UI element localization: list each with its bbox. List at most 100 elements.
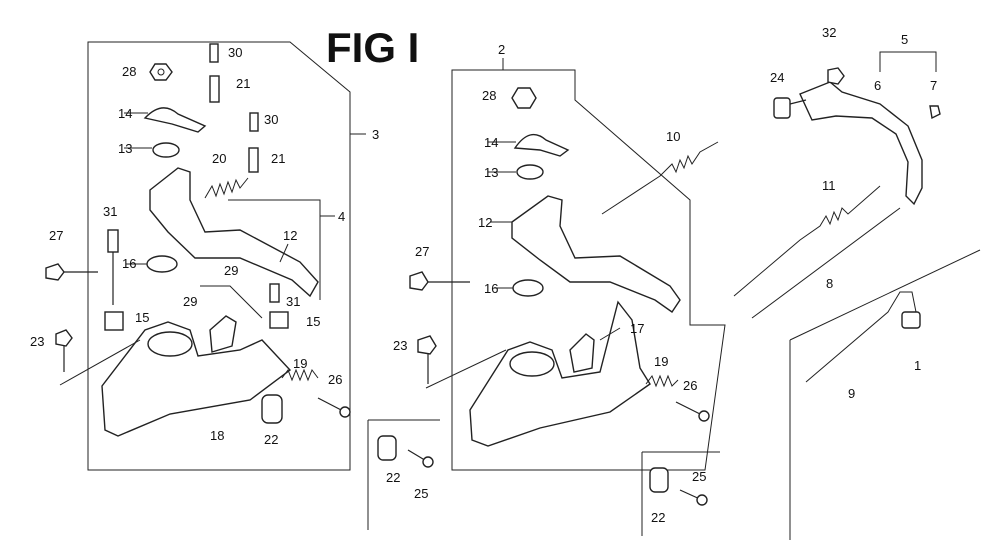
collar-set-b-frame xyxy=(641,451,720,536)
callout-15: 15 xyxy=(135,310,149,325)
callout-labels: 30 28 21 14 30 3 13 20 21 4 31 12 27 16 … xyxy=(30,25,937,525)
left-assembly xyxy=(45,41,366,471)
nut-28-mid xyxy=(511,87,537,109)
callout-12: 12 xyxy=(283,228,297,243)
callout-14: 14 xyxy=(118,106,132,121)
callout-19: 19 xyxy=(654,354,668,369)
collar-set-a-frame xyxy=(367,419,440,530)
callout-30: 30 xyxy=(264,112,278,127)
grip-24-shaft xyxy=(789,99,807,105)
callout-4: 4 xyxy=(338,209,345,224)
callout-7: 7 xyxy=(930,78,937,93)
arm-12 xyxy=(149,167,319,298)
collar-22-a xyxy=(377,435,397,461)
leader-17 xyxy=(599,327,621,341)
bolt-25-a-head xyxy=(422,456,434,468)
rod-9-frame-top xyxy=(789,249,981,341)
callout-23: 23 xyxy=(393,338,407,353)
callout-31: 31 xyxy=(103,204,117,219)
callout-13: 13 xyxy=(484,165,498,180)
callout-8: 8 xyxy=(826,276,833,291)
bolt-23 xyxy=(55,329,73,347)
bracket-14-mid xyxy=(513,133,570,157)
callout-11: 11 xyxy=(822,178,836,193)
pin-21-top xyxy=(209,75,220,103)
callout-6: 6 xyxy=(874,78,881,93)
callout-13: 13 xyxy=(118,141,132,156)
middle-assembly-frame xyxy=(451,69,726,471)
arm-12-mid xyxy=(511,195,681,313)
callout-22: 22 xyxy=(264,432,278,447)
base-plate-mid xyxy=(469,300,651,447)
callout-2: 2 xyxy=(498,42,505,57)
callout-16: 16 xyxy=(484,281,498,296)
callout-24: 24 xyxy=(770,70,784,85)
clip-15-left xyxy=(104,311,124,331)
callout-27: 27 xyxy=(415,244,429,259)
left-assembly-frame xyxy=(87,41,351,471)
bracket-14 xyxy=(143,107,207,133)
callout-18: 18 xyxy=(210,428,224,443)
callout-17: 17 xyxy=(630,321,644,336)
figure-title: FIG I xyxy=(326,24,419,71)
nut-28 xyxy=(149,63,173,81)
callout-25: 25 xyxy=(692,469,706,484)
callout-21: 21 xyxy=(271,151,285,166)
callout-20: 20 xyxy=(212,151,226,166)
callout-12: 12 xyxy=(478,215,492,230)
callout-27: 27 xyxy=(49,228,63,243)
leader-23 xyxy=(59,339,141,386)
callout-9: 9 xyxy=(848,386,855,401)
washer-13 xyxy=(152,142,180,158)
collar-set-b xyxy=(641,451,720,536)
rod-11 xyxy=(733,185,881,297)
subframe-4 xyxy=(228,199,321,300)
callout-10: 10 xyxy=(666,129,680,144)
spring-19-left xyxy=(281,368,319,382)
nut-28-hole xyxy=(157,68,165,76)
base-plate-mid-boss xyxy=(509,351,555,377)
leader-12 xyxy=(279,243,289,263)
link-29 xyxy=(200,285,263,319)
callout-32: 32 xyxy=(822,25,836,40)
callout-1: 1 xyxy=(914,358,921,373)
callout-29: 29 xyxy=(224,263,238,278)
callout-26: 26 xyxy=(683,378,697,393)
callout-19: 19 xyxy=(293,356,307,371)
part-7 xyxy=(929,105,941,120)
leader-23-mid xyxy=(425,349,507,389)
bolt-27-mid xyxy=(409,271,429,291)
callout-31: 31 xyxy=(286,294,300,309)
leader-5 xyxy=(879,51,937,72)
callout-29: 29 xyxy=(183,294,197,309)
washer-13-mid xyxy=(516,164,544,180)
callout-16: 16 xyxy=(122,256,136,271)
middle-assembly xyxy=(409,58,726,471)
bolt-25-b-head xyxy=(696,494,708,506)
base-plate-tab xyxy=(209,315,237,353)
bolt-26-head xyxy=(339,406,351,418)
collar-22-b xyxy=(649,467,669,493)
callout-22: 22 xyxy=(651,510,665,525)
lever-6 xyxy=(799,81,923,206)
bolt-27 xyxy=(45,263,65,281)
bolt-30-top xyxy=(209,43,219,63)
washer-16-mid xyxy=(512,279,544,297)
callout-28: 28 xyxy=(122,64,136,79)
rod-9 xyxy=(805,291,917,383)
bolt-23-mid xyxy=(417,335,437,355)
clip-15-right xyxy=(269,311,289,329)
collar-set-a xyxy=(367,419,440,530)
callout-28: 28 xyxy=(482,88,496,103)
callout-21: 21 xyxy=(236,76,250,91)
bolt-31-left xyxy=(107,229,119,253)
rod-8 xyxy=(751,207,901,319)
callout-14: 14 xyxy=(484,135,498,150)
pin-21-mid xyxy=(248,147,259,173)
collar-22-left xyxy=(261,394,283,424)
base-plate-18 xyxy=(101,321,292,437)
right-parts xyxy=(733,51,981,540)
callout-23: 23 xyxy=(30,334,44,349)
